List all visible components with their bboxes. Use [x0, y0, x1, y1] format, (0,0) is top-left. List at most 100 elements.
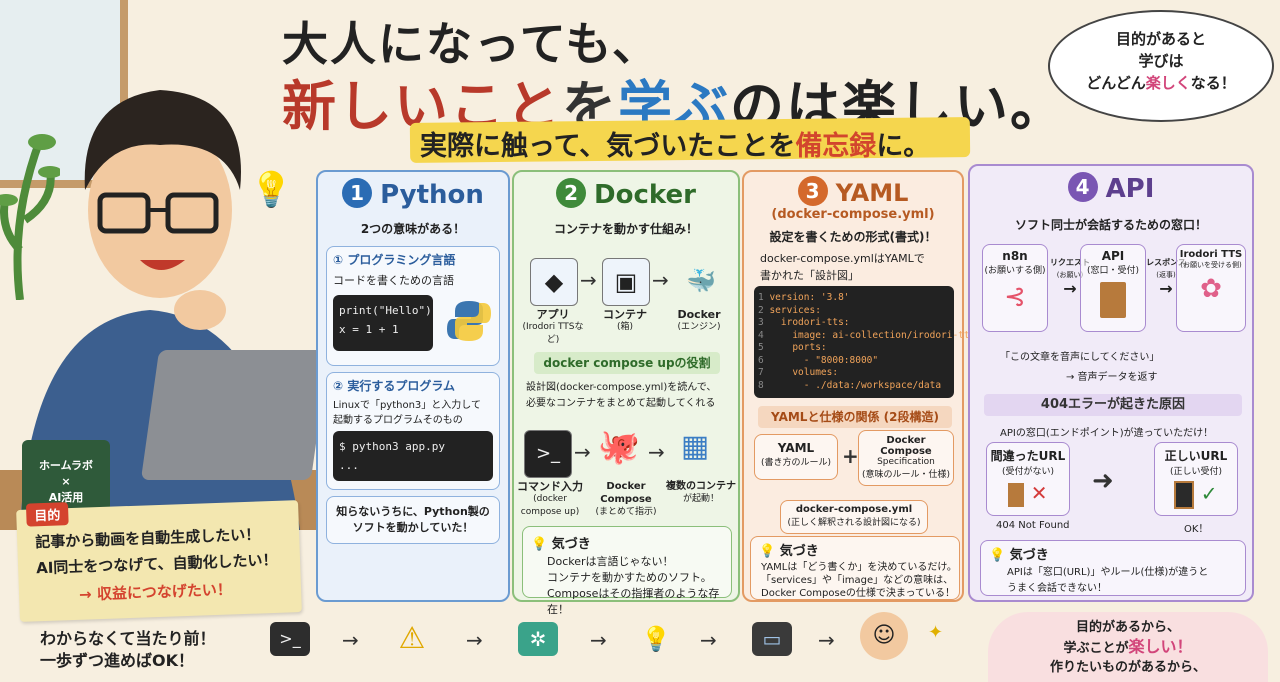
right-url-sub: (正しい受付): [1169, 467, 1223, 477]
terminal-icon: >_: [524, 430, 572, 478]
python-s2-title: ② 実行するプログラム: [333, 379, 455, 393]
mug-line3: AI活用: [48, 491, 84, 504]
docker-title: Docker: [594, 180, 696, 210]
bottom-right-note: 目的があるから、 学ぶことが楽しい！ 作りたいものがあるから、: [988, 612, 1268, 682]
right-url: 正しいURL: [1164, 449, 1228, 463]
api-label: API: [1101, 249, 1125, 263]
api-note2: うまく会話できない！: [1007, 583, 1107, 594]
yaml-box-title: YAML: [777, 441, 815, 455]
res-label: レスポンス (返事)→: [1146, 256, 1186, 298]
corner-line2-pre: 学ぶことが: [1063, 641, 1129, 656]
smiling-face-icon: ☺: [860, 612, 908, 660]
docker-engine-label: Docker(エンジン): [666, 308, 732, 334]
python-note2: ソフトを動かしていた！: [352, 521, 474, 534]
python-logo-icon: [447, 301, 491, 341]
code-line: 1 version: '3.8': [758, 292, 950, 305]
lightbulb-icon: 💡: [641, 625, 671, 653]
app-cube-icon: ◆: [530, 258, 578, 306]
corner-line1: 目的があるから、: [1075, 620, 1180, 635]
arrow-right-icon: →: [1159, 279, 1173, 298]
docker-app-sub: (Irodori TTSなど): [522, 322, 584, 345]
arrow-icon: →: [648, 440, 665, 464]
subtitle-part2: に。: [876, 131, 931, 162]
bubble-line3-pre: どんどん: [1086, 74, 1146, 92]
python-note1: 知らないうちに、Python製の: [336, 505, 490, 518]
code-line-text: - ./data:/workspace/data: [769, 379, 942, 391]
code-line: 3 irodori-tts:: [758, 317, 950, 330]
api-note-title: 💡 気づき: [989, 544, 1245, 563]
mug-line1: ホームラボ: [38, 459, 94, 472]
laptop-illustration: [140, 350, 330, 480]
arrow-icon: →: [700, 628, 717, 652]
req-sub: (お願い): [1056, 271, 1084, 279]
right-url-box: 正しいURL (正しい受付) ✓: [1154, 442, 1238, 516]
speech-bubble: 目的があると 学びは どんどん楽しくなる！: [1048, 10, 1274, 122]
n8n-icon: ⊰: [1004, 282, 1026, 312]
corner-line2: 学ぶことが楽しい！: [988, 637, 1268, 658]
tts-sub: (お願いを受ける側): [1180, 261, 1242, 269]
code-line-text: irodori-tts:: [769, 317, 850, 328]
python-title: Python: [380, 180, 484, 210]
api-return: → 音声データを返す: [1066, 372, 1158, 383]
req-text: リクエスト: [1050, 258, 1090, 267]
res-sub: (返事): [1156, 271, 1176, 279]
bottom-left1: わからなくて当たり前！: [40, 629, 216, 648]
yaml-note-title: 💡 気づき: [759, 540, 959, 559]
api-box: API(窓口・受付): [1080, 244, 1146, 332]
code-line: 6 - "8000:8000": [758, 355, 950, 368]
docker-app-label: アプリ(Irodori TTSなど): [520, 308, 586, 347]
purpose-line1: 記事から動画を自動生成したい！: [34, 525, 261, 552]
python-note: 知らないうちに、Python製の ソフトを動かしていた！: [326, 496, 500, 544]
code-line-text: volumes:: [769, 367, 839, 378]
stacked-containers-icon: ▦: [680, 429, 710, 464]
n8n-label: n8n: [1002, 249, 1028, 263]
yaml-text2: 書かれた「設計図」: [760, 269, 859, 282]
docker-num: 2: [556, 178, 587, 208]
yaml-note: 💡 気づき YAMLは「どう書くか」を決めているだけ。 「services」や「…: [750, 536, 960, 600]
yaml-code-block: 1 version: '3.8'2 services:3 irodori-tts…: [754, 286, 975, 398]
lightbulb-icon: 💡: [250, 170, 293, 210]
arrow-icon: →: [342, 628, 359, 652]
bubble-line2: 学びは: [1138, 52, 1184, 70]
check-icon: ✓: [1200, 481, 1218, 506]
open-door-icon: ✓: [1155, 481, 1237, 509]
arrow-icon: →: [574, 440, 591, 464]
docker-container-label: コンテナ(箱): [592, 308, 658, 334]
spec-box-sub: (意味のルール・仕様): [861, 470, 951, 480]
api-sub: ソフト同士が会話するための窓口！: [1014, 218, 1207, 232]
wrong-url-sub: (受付がない): [1001, 467, 1055, 477]
docker-sub: コンテナを動かす仕組み！: [553, 222, 698, 236]
docker-note3: Composeはその指揮者のような存在！: [547, 587, 720, 616]
bubble-line1: 目的があると: [1115, 30, 1206, 48]
yaml-box: YAML(書き方のルール): [754, 434, 838, 480]
yaml-text1: docker-compose.ymlはYAMLで: [760, 252, 925, 265]
warning-icon: ⚠: [398, 621, 426, 656]
wrong-code: 404 Not Found: [996, 520, 1070, 531]
code-line: 2 services:: [758, 305, 950, 318]
result-box: docker-compose.yml(正しく解釈される設計図になる): [780, 500, 928, 534]
docker-note-title-text: 気づき: [551, 537, 591, 552]
octopus-icon: 🐙: [597, 427, 641, 467]
req-label: リクエスト(お願い)→: [1050, 256, 1090, 297]
docker-whale-icon: 🐳: [686, 267, 716, 295]
corner-line2-pink: 楽しい！: [1128, 637, 1193, 656]
res-text: レスポンス: [1146, 258, 1186, 267]
bulb-icon: 💡: [759, 544, 776, 559]
code-line-number: 5: [758, 342, 770, 353]
python-code2-line1: $ python3 app.py: [339, 440, 445, 453]
err-text: APIの窓口(エンドポイント)が違っていただけ！: [1000, 428, 1214, 439]
right-code: OK！: [1184, 524, 1209, 535]
api-num: 4: [1067, 172, 1098, 202]
plus-icon: +: [842, 444, 859, 468]
code-line-text: image: ai-collection/irodori-tts: [769, 329, 976, 341]
python-s2-text2: 起動するプログラムそのもの: [333, 415, 463, 426]
plant-illustration: [0, 134, 60, 300]
window: [0, 0, 128, 188]
code-line: 7 volumes:: [758, 367, 950, 380]
purpose-line2: AI同士をつなげて、自動化したい！: [35, 550, 278, 578]
docker-multi-sub: が起動！: [682, 494, 719, 504]
